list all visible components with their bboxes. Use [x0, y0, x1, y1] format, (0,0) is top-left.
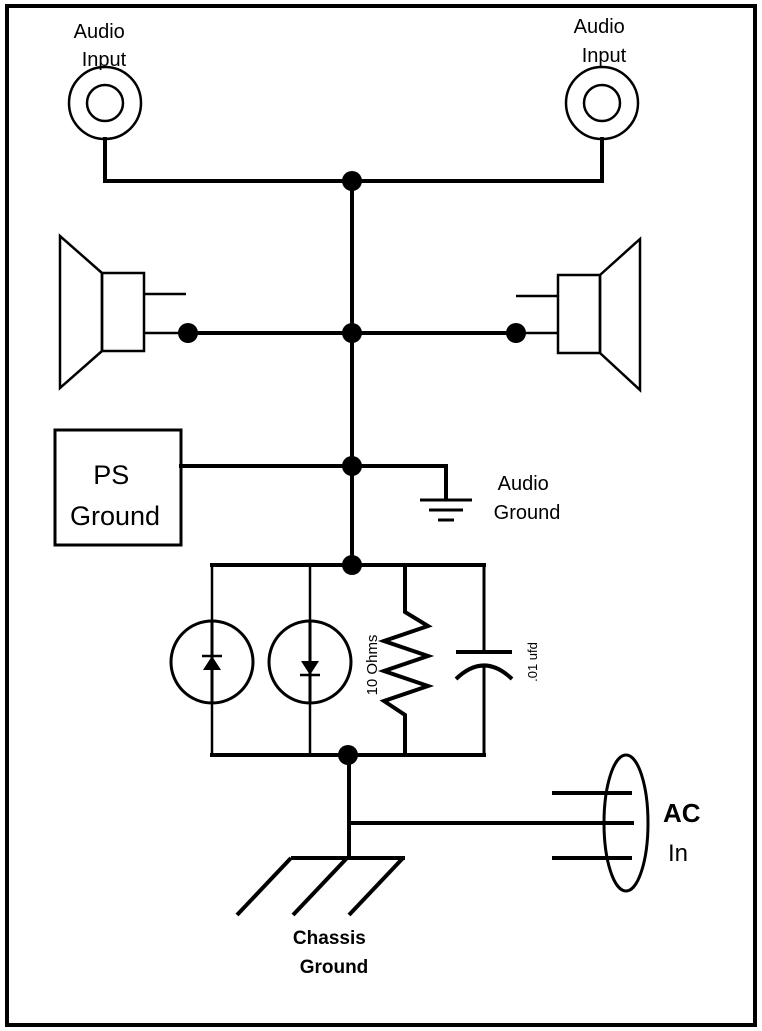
capacitor-symbol: [454, 565, 514, 755]
ac-in-label: AC In: [663, 798, 705, 867]
ps-ground-wire: [179, 464, 448, 500]
diode-left-branch: [169, 565, 255, 755]
ps-ground-label: PS Ground: [70, 460, 160, 531]
diode-right-symbol: [301, 661, 319, 675]
junction-dot: [338, 745, 358, 765]
chassis-ground-label: Chassis Ground: [293, 928, 371, 978]
audio-input-right-label: Audio Input: [574, 16, 631, 67]
audio-input-left-label: Audio Input: [74, 21, 131, 71]
resistor-label: 10 Ohms: [364, 635, 381, 696]
junction-dots: [178, 171, 526, 765]
junction-dot: [178, 323, 198, 343]
resistor-symbol: [377, 565, 435, 755]
audio-input-left-jack: [67, 65, 143, 141]
chassis-ground-symbol: [235, 856, 405, 917]
diagram-border: [5, 4, 757, 1027]
audio-input-right-jack: [564, 65, 640, 141]
speaker-right: [516, 236, 642, 393]
junction-dot: [342, 171, 362, 191]
ac-plug-symbol: [552, 753, 650, 893]
diode-right-branch: [267, 565, 353, 755]
audio-ground-symbol: [420, 498, 472, 522]
junction-dot: [506, 323, 526, 343]
capacitor-label: .01 ufd: [525, 642, 540, 682]
junction-dot: [342, 555, 362, 575]
junction-dot: [342, 323, 362, 343]
junction-dot: [342, 456, 362, 476]
diode-left-symbol: [203, 656, 221, 670]
speaker-left: [58, 233, 186, 391]
audio-ground-label: Audio Ground: [494, 473, 561, 524]
ps-ground-box: [53, 428, 183, 547]
